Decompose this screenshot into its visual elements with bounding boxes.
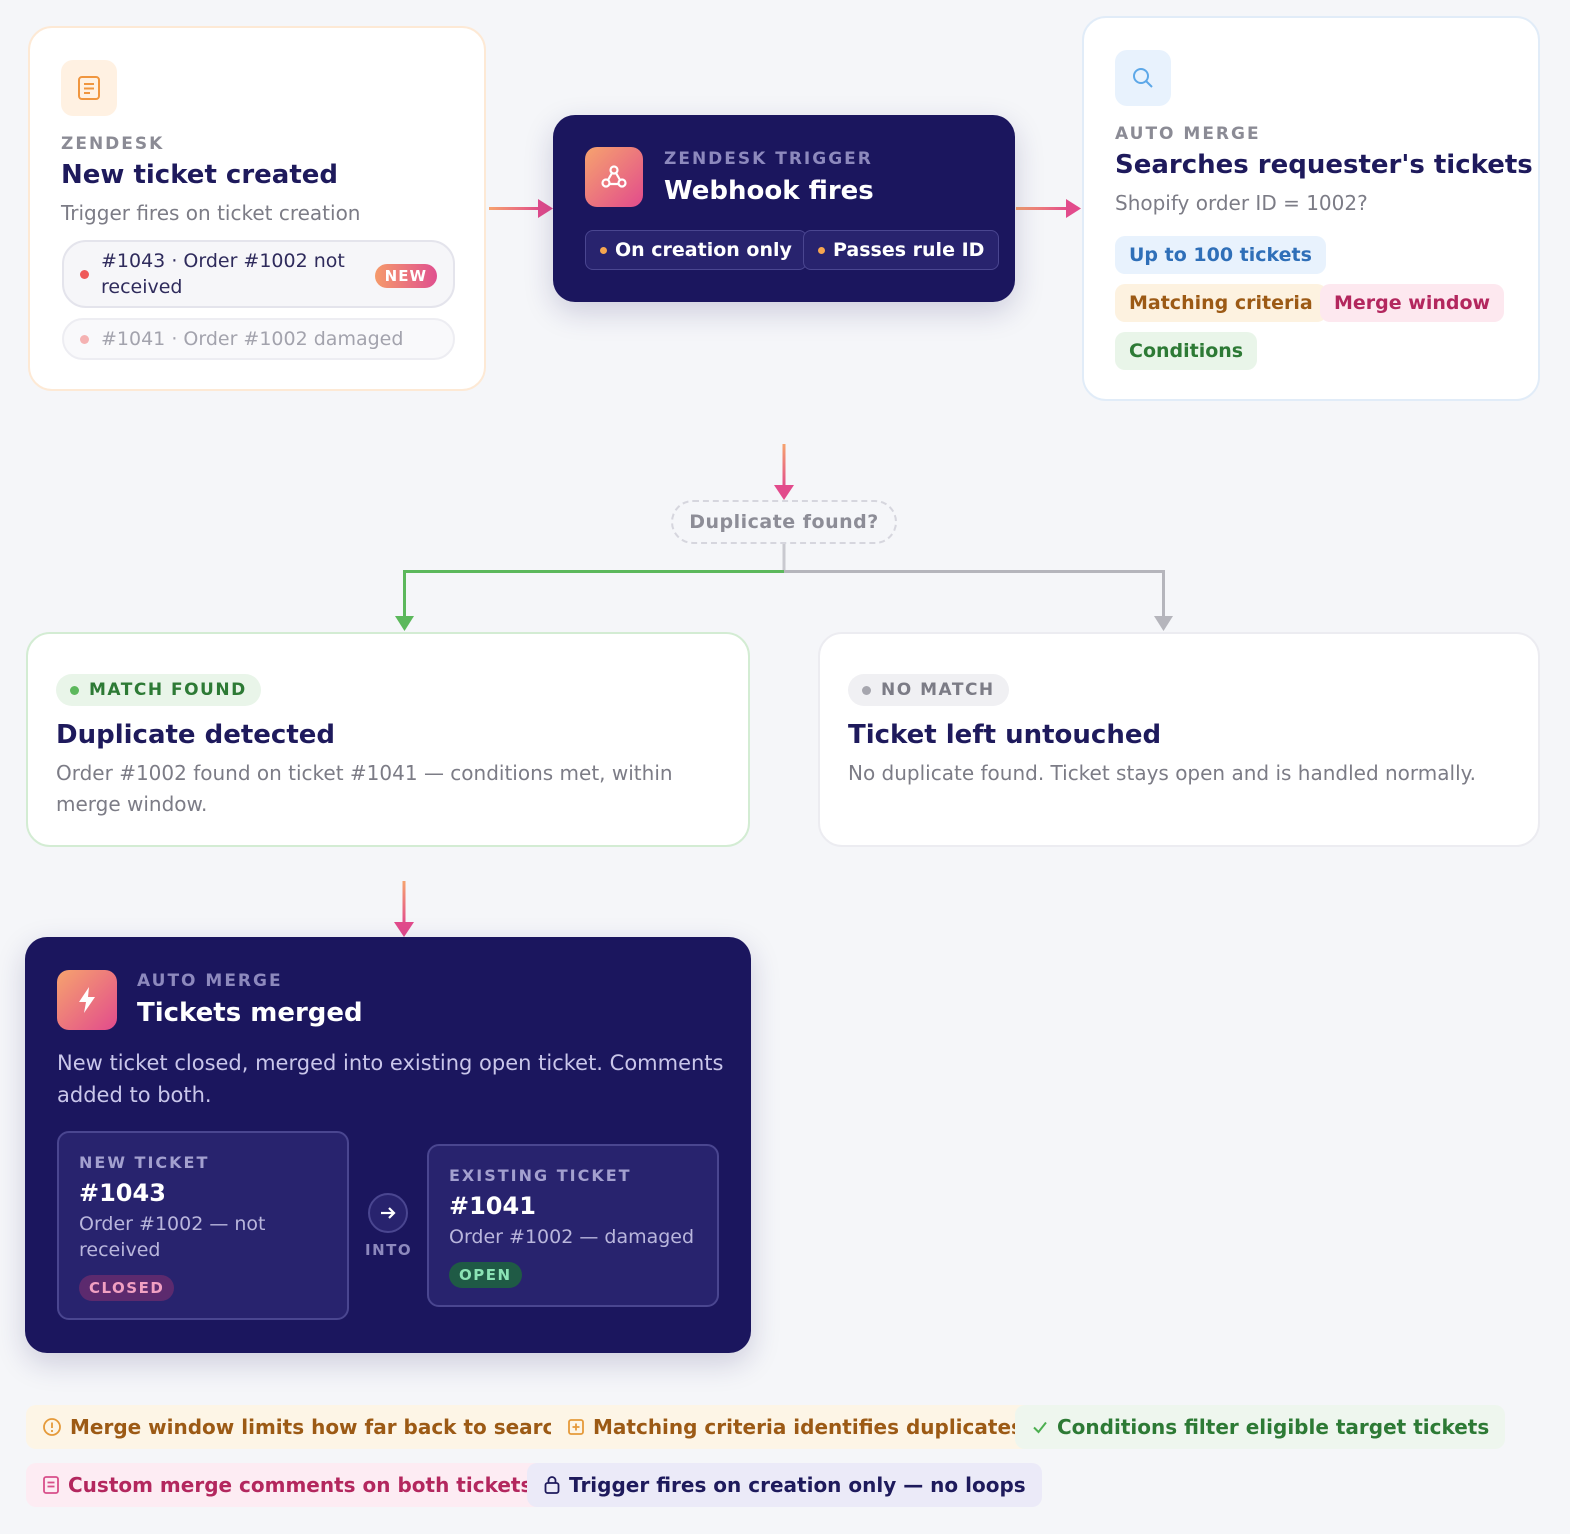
status-dot: [80, 269, 89, 279]
status-badge-no-match: NO MATCH: [848, 674, 1009, 706]
pill-dot: [818, 246, 825, 254]
new-badge: NEW: [374, 264, 437, 288]
branch-lines: [395, 544, 1173, 631]
pill-rule-id: Passes rule ID: [803, 230, 1000, 270]
card-title: Tickets merged: [137, 998, 363, 1028]
into-label: INTO: [365, 1241, 413, 1259]
tag-conditions: Conditions: [1115, 332, 1258, 370]
into-connector: INTO: [365, 1193, 411, 1259]
existing-ticket-box[interactable]: EXISTING TICKET #1041 Order #1002 — dama…: [427, 1144, 719, 1307]
check-icon: [1033, 1421, 1047, 1434]
status-badge-match: MATCH FOUND: [56, 674, 261, 706]
merged-card: AUTO MERGE Tickets merged New ticket clo…: [25, 937, 751, 1353]
chip-label: Merge window limits how far back to sear…: [70, 1415, 569, 1439]
card-title: Ticket left untouched: [848, 720, 1162, 750]
card-eyebrow: AUTO MERGE: [137, 971, 283, 991]
pill-on-creation: On creation only: [585, 230, 807, 270]
card-desc: New ticket closed, merged into existing …: [57, 1051, 724, 1107]
webhook-card: ZENDESK TRIGGER Webhook fires On creatio…: [553, 115, 1015, 302]
ticket-text: #1041 · Order #1002 damaged: [101, 328, 404, 350]
arrow-webhook-to-search: [1016, 199, 1081, 218]
alert-circle-icon: [43, 1418, 61, 1436]
pill-label: Passes rule ID: [833, 239, 985, 261]
card-desc: Shopify order ID = 1002?: [1115, 191, 1368, 215]
feature-chip-merge-comments: Custom merge comments on both tickets: [26, 1463, 549, 1507]
tag-merge-window: Merge window: [1320, 284, 1505, 322]
ticket-desc: Order #1002 — not received: [79, 1211, 266, 1263]
card-title: Searches requester's tickets: [1115, 150, 1533, 180]
feature-chip-trigger-creation: Trigger fires on creation only — no loop…: [527, 1463, 1042, 1507]
ticket-item-new[interactable]: #1043 · Order #1002 not received NEW: [62, 240, 455, 308]
pill-label: On creation only: [615, 239, 792, 261]
document-icon: [43, 1476, 59, 1494]
card-eyebrow: AUTO MERGE: [1115, 124, 1261, 144]
tag-matching-criteria: Matching criteria: [1115, 284, 1327, 322]
ticket-number: #1043: [79, 1179, 166, 1207]
box-label: EXISTING TICKET: [449, 1166, 632, 1185]
match-card: MATCH FOUND Duplicate detected Order #10…: [26, 632, 750, 847]
ticket-desc: Order #1002 — damaged: [449, 1226, 695, 1248]
ticket-item-existing[interactable]: #1041 · Order #1002 damaged: [62, 318, 455, 360]
ticket-number: #1041: [449, 1192, 536, 1220]
ticket-line-1: #1043 · Order #1002 not: [101, 250, 345, 272]
feature-chip-merge-window: Merge window limits how far back to sear…: [26, 1405, 585, 1449]
pill-dot: [600, 246, 607, 254]
search-icon: [1115, 50, 1171, 106]
card-title: Webhook fires: [664, 176, 874, 206]
arrow-search-to-decision: [774, 444, 794, 500]
status-dot: [862, 685, 871, 695]
new-ticket-box[interactable]: NEW TICKET #1043 Order #1002 — not recei…: [57, 1131, 349, 1320]
status-badge-closed: CLOSED: [79, 1275, 175, 1301]
arrow-right-icon: [368, 1193, 408, 1233]
chip-label: Custom merge comments on both tickets: [68, 1473, 533, 1497]
status-badge-open: OPEN: [449, 1262, 522, 1288]
chip-label: Conditions filter eligible target ticket…: [1057, 1415, 1490, 1439]
ticket-desc-line-2: received: [79, 1239, 161, 1261]
box-label: NEW TICKET: [79, 1153, 210, 1172]
lightning-icon: [57, 970, 117, 1030]
card-desc: Order #1002 found on ticket #1041 — cond…: [56, 761, 673, 816]
chip-label: Trigger fires on creation only — no loop…: [569, 1473, 1026, 1497]
trigger-card: ZENDESK New ticket created Trigger fires…: [28, 26, 486, 391]
chip-label: Matching criteria identifies duplicates: [593, 1415, 1023, 1439]
feature-chip-conditions: Conditions filter eligible target ticket…: [1015, 1405, 1506, 1449]
search-card: AUTO MERGE Searches requester's tickets …: [1082, 16, 1540, 401]
card-eyebrow: ZENDESK: [61, 134, 165, 154]
status-dot: [70, 685, 79, 695]
card-eyebrow: ZENDESK TRIGGER: [664, 149, 873, 169]
status-dot: [80, 334, 89, 344]
arrow-trigger-to-webhook: [489, 199, 553, 218]
status-label: MATCH FOUND: [89, 680, 247, 700]
no-match-card: NO MATCH Ticket left untouched No duplic…: [818, 632, 1540, 847]
card-desc: No duplicate found. Ticket stays open an…: [848, 761, 1476, 785]
decision-node: Duplicate found?: [671, 500, 897, 544]
feature-chip-matching-criteria: Matching criteria identifies duplicates: [551, 1405, 1039, 1449]
ticket-line-2: received: [101, 276, 183, 298]
document-icon: [61, 60, 117, 116]
lock-icon: [544, 1476, 560, 1494]
card-desc: Trigger fires on ticket creation: [61, 201, 361, 225]
arrow-match-to-merged: [394, 881, 414, 937]
webhook-icon: [585, 147, 643, 207]
ticket-desc-line-1: Order #1002 — not: [79, 1213, 266, 1235]
card-title: Duplicate detected: [56, 720, 335, 750]
plus-square-icon: [568, 1419, 584, 1435]
tag-up-to-100: Up to 100 tickets: [1115, 236, 1326, 274]
status-label: NO MATCH: [881, 680, 995, 700]
card-title: New ticket created: [61, 160, 339, 190]
